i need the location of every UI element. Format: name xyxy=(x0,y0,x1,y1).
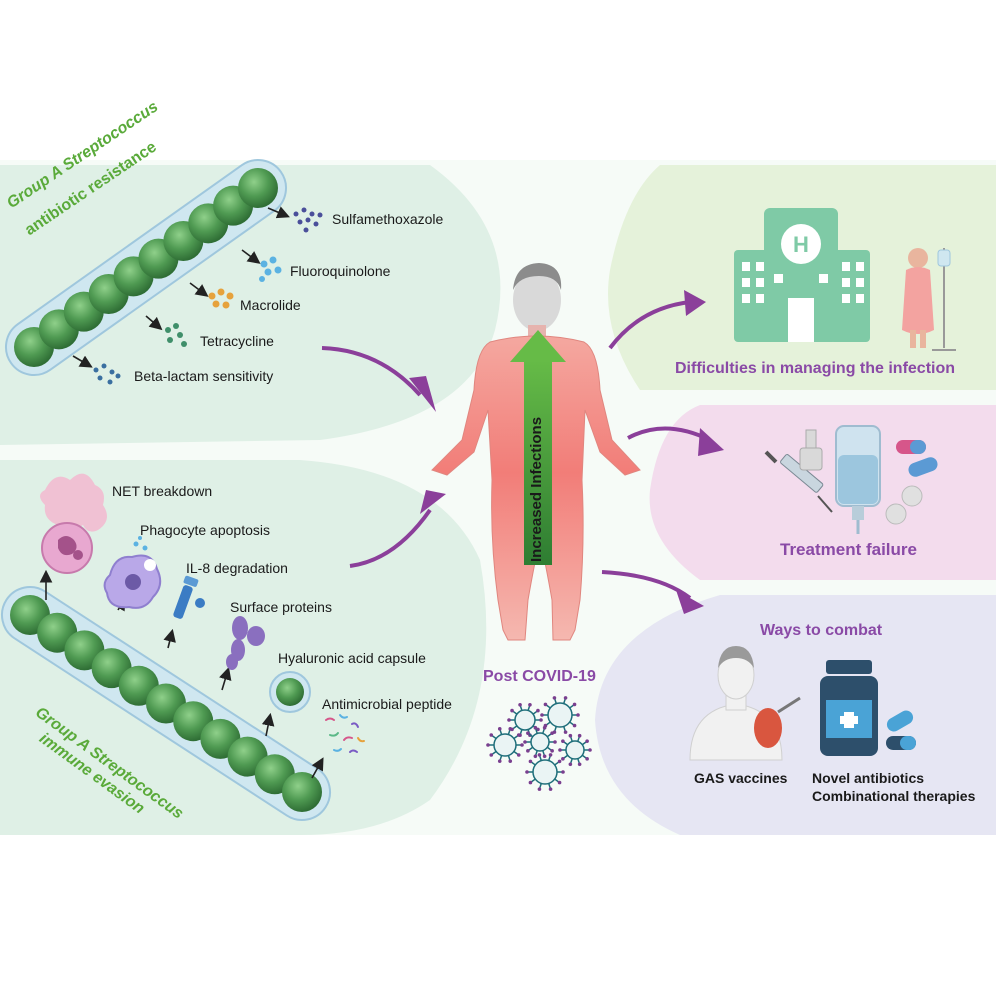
gas-vaccines-label: GAS vaccines xyxy=(694,770,788,786)
treatment-failure-label: Treatment failure xyxy=(780,540,917,559)
medicine-bottle-icon xyxy=(820,660,878,756)
virus-icon xyxy=(558,733,592,767)
patient-icon xyxy=(902,248,956,351)
drug-sulfamethoxazole: Sulfamethoxazole xyxy=(332,211,444,227)
sulfamethoxazole-particles-icon xyxy=(293,207,323,233)
resistance-panel xyxy=(0,165,501,445)
combinational-therapies-label: Combinational therapies xyxy=(812,788,976,804)
streptococcus-chain-resistance xyxy=(5,158,287,376)
antimicrobial-peptide-icon xyxy=(325,714,365,753)
combat-pills-icon xyxy=(886,710,916,750)
mechanism-hyaluronic-capsule: Hyaluronic acid capsule xyxy=(278,650,426,666)
drug-tetracycline: Tetracycline xyxy=(200,333,274,349)
il-8-degradation-icon xyxy=(173,575,205,619)
flow-arrowheads xyxy=(409,290,724,614)
mechanism-antimicrobial-peptide: Antimicrobial peptide xyxy=(322,696,452,712)
mechanism-il-8-degradation: IL-8 degradation xyxy=(186,560,288,576)
macrolide-particles-icon xyxy=(208,288,234,309)
hospital-letter: H xyxy=(793,232,809,257)
surface-proteins-icon xyxy=(226,616,265,670)
syringe-icon xyxy=(764,450,833,513)
drug-arrows xyxy=(72,206,290,368)
mechanism-net-breakdown: NET breakdown xyxy=(112,483,213,499)
resistance-chain-coccus xyxy=(238,168,278,208)
vaccine-person-icon xyxy=(689,646,801,761)
hospital-icon xyxy=(734,208,870,342)
increased-infections-arrow xyxy=(510,330,566,565)
evasion-chain-coccus xyxy=(282,772,322,812)
streptococcus-chain-evasion xyxy=(1,586,332,822)
drug-beta-lactam: Beta-lactam sensitivity xyxy=(134,368,274,384)
virus-icon xyxy=(540,696,580,734)
tetracycline-particles-icon xyxy=(165,323,187,347)
beta-lactam-particles-icon xyxy=(93,363,121,385)
ways-to-combat-title: Ways to combat xyxy=(760,622,883,639)
combat-panel xyxy=(595,595,996,835)
net-breakdown-icon xyxy=(40,473,107,574)
increased-infections-label: Increased Infections xyxy=(528,416,545,562)
hyaluronic-capsule-icon xyxy=(269,671,311,713)
virus-icon xyxy=(523,725,557,759)
mechanism-surface-proteins: Surface proteins xyxy=(230,599,332,615)
mechanism-phagocyte-apoptosis: Phagocyte apoptosis xyxy=(140,522,270,538)
nasal-spray-icon xyxy=(799,429,823,471)
phagocyte-apoptosis-icon xyxy=(103,536,162,609)
post-covid-label: Post COVID-19 xyxy=(483,668,596,685)
drug-macrolide: Macrolide xyxy=(240,297,301,313)
fluoroquinolone-particles-icon xyxy=(259,256,282,282)
covid-virus-icons xyxy=(486,696,592,791)
difficulties-label: Difficulties in managing the infection xyxy=(675,360,956,377)
flow-arrows xyxy=(321,300,711,600)
drug-fluoroquinolone: Fluoroquinolone xyxy=(290,263,391,279)
capsule-pills-icon xyxy=(885,440,938,525)
virus-icon xyxy=(525,753,565,791)
iv-bag-icon xyxy=(835,425,881,534)
novel-antibiotics-label: Novel antibiotics xyxy=(812,770,925,786)
virus-icon xyxy=(486,727,524,763)
